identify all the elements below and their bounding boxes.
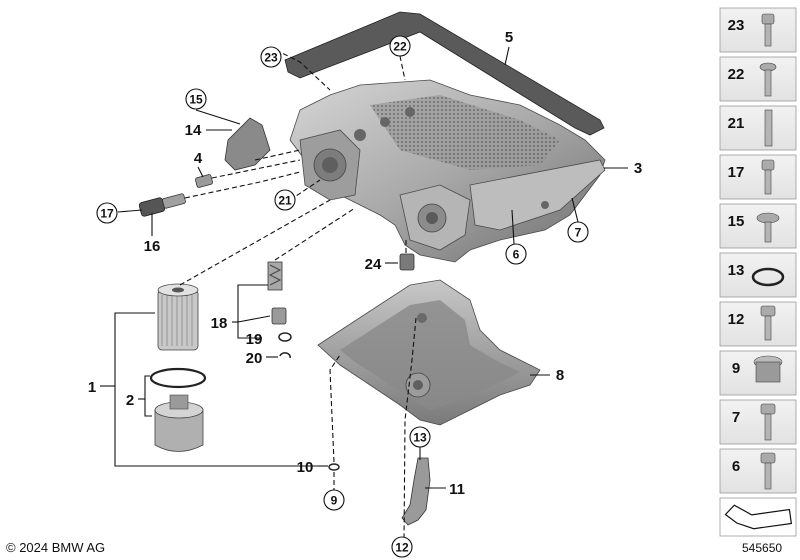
svg-text:13: 13	[413, 431, 427, 445]
svg-text:17: 17	[100, 207, 114, 221]
callouts-circled: 15 17 21 22 23 6 7 9 12 13	[96, 35, 589, 558]
callout-4: 4	[194, 150, 203, 167]
thumbnail-21[interactable]: 21	[719, 105, 797, 151]
svg-text:7: 7	[575, 226, 582, 240]
callout-16: 16	[144, 238, 161, 255]
svg-text:21: 21	[278, 194, 292, 208]
callout-18: 18	[211, 315, 228, 332]
svg-text:15: 15	[189, 93, 203, 107]
callout-17: 17	[96, 202, 118, 224]
callout-19: 19	[246, 331, 263, 348]
svg-text:9: 9	[331, 494, 338, 508]
callout-12: 12	[391, 536, 413, 558]
svg-text:6: 6	[513, 248, 520, 262]
callout-5: 5	[505, 29, 513, 46]
leader-lines	[100, 46, 628, 541]
thumbnail-12[interactable]: 12	[719, 301, 797, 347]
seal-ring-10-illustration	[328, 463, 340, 471]
pressure-valve-illustration	[267, 261, 287, 325]
callout-6: 6	[505, 243, 527, 265]
svg-text:7: 7	[732, 409, 740, 426]
callout-21: 21	[274, 189, 296, 211]
thumbnail-7[interactable]: 7	[719, 399, 797, 445]
diagram-number: 545650	[742, 541, 783, 555]
copyright-notice: © 2024 BMW AG	[6, 540, 106, 555]
svg-text:21: 21	[728, 115, 745, 132]
svg-text:9: 9	[732, 360, 740, 377]
callout-8: 8	[556, 367, 564, 384]
sensor-illustration	[195, 174, 213, 188]
callout-24: 24	[365, 256, 382, 273]
svg-text:15: 15	[728, 213, 745, 230]
callouts-plain: 1 2 3 4 5 8 10 11 14 16 18 19 20 24	[88, 29, 642, 498]
svg-text:23: 23	[264, 51, 278, 65]
o-ring-19-illustration	[278, 332, 292, 342]
upper-oil-pan-illustration	[289, 79, 606, 263]
thumbnail-6[interactable]: 6	[719, 448, 797, 494]
thumbnail-arrow[interactable]	[719, 497, 797, 537]
parts-thumbnail-column: 23 22 21 17 15 13	[719, 7, 797, 537]
thumbnail-13[interactable]: 13	[719, 252, 797, 298]
callout-11: 11	[449, 481, 465, 498]
thumbnail-9[interactable]: 9	[719, 350, 797, 396]
svg-text:22: 22	[393, 40, 407, 54]
svg-text:6: 6	[732, 458, 740, 475]
callout-13: 13	[409, 426, 431, 448]
thumbnail-17[interactable]: 17	[719, 154, 797, 200]
svg-text:13: 13	[728, 262, 745, 279]
svg-text:12: 12	[728, 311, 745, 328]
bracket-illustration	[224, 117, 271, 171]
callout-7: 7	[567, 221, 589, 243]
oil-level-sensor-illustration	[138, 193, 186, 217]
callout-3: 3	[634, 160, 642, 177]
filter-seal-ring-illustration	[149, 367, 207, 389]
plug-illustration	[399, 253, 415, 271]
filter-housing-cap-illustration	[154, 394, 204, 452]
gasket-illustration	[284, 11, 605, 136]
callout-9: 9	[323, 489, 345, 511]
guide-tube-illustration	[401, 457, 431, 526]
callout-20: 20	[246, 350, 263, 367]
svg-text:23: 23	[728, 17, 745, 34]
svg-text:17: 17	[728, 164, 745, 181]
thumbnail-15[interactable]: 15	[719, 203, 797, 249]
svg-text:12: 12	[395, 541, 409, 555]
svg-text:22: 22	[728, 66, 745, 83]
callout-23: 23	[260, 46, 282, 68]
direction-arrow-icon	[724, 504, 793, 530]
thumbnail-23[interactable]: 23	[719, 7, 797, 53]
callout-1: 1	[88, 379, 96, 396]
callout-2: 2	[126, 392, 134, 409]
thumbnail-22[interactable]: 22	[719, 56, 797, 102]
callout-14: 14	[185, 122, 202, 139]
callout-15: 15	[185, 88, 207, 110]
callout-10: 10	[297, 459, 314, 476]
oil-filter-illustration	[157, 283, 199, 351]
circlip-20-illustration	[279, 352, 291, 359]
lower-oil-pan-illustration	[317, 279, 541, 426]
callout-22: 22	[389, 35, 411, 57]
